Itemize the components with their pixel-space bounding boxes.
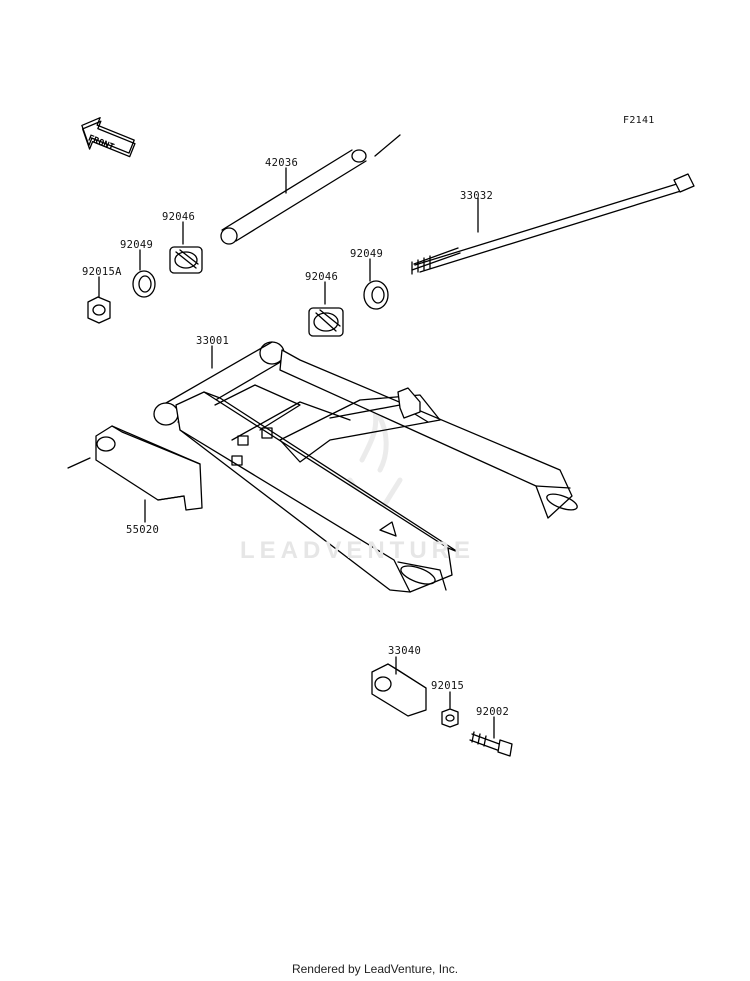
front-arrow-icon bbox=[81, 117, 136, 158]
part-92015A-nut[interactable] bbox=[87, 296, 111, 324]
label-92049-right[interactable]: 92049 bbox=[350, 248, 384, 260]
part-92046-bearing-lower[interactable] bbox=[308, 307, 344, 337]
label-92015[interactable]: 92015 bbox=[431, 680, 465, 692]
label-92049-left[interactable]: 92049 bbox=[120, 239, 154, 251]
label-55020[interactable]: 55020 bbox=[126, 524, 160, 536]
front-label: FRONT bbox=[86, 134, 115, 154]
part-92046-bearing-upper[interactable] bbox=[169, 246, 203, 274]
label-92002[interactable]: 92002 bbox=[476, 706, 510, 718]
part-42036-sleeve[interactable] bbox=[220, 134, 401, 245]
label-92046-upper[interactable]: 92046 bbox=[162, 211, 196, 223]
front-arrow-text: FRONT bbox=[86, 134, 115, 154]
label-33040[interactable]: 33040 bbox=[388, 645, 422, 657]
part-92049-seal-left[interactable] bbox=[132, 270, 156, 298]
part-92002-bolt[interactable] bbox=[469, 731, 513, 757]
figure-code: F2141 bbox=[623, 115, 655, 126]
part-92049-seal-right[interactable] bbox=[363, 280, 389, 310]
part-55020-chain-guard[interactable] bbox=[67, 425, 203, 511]
part-33001-swingarm[interactable] bbox=[153, 341, 579, 593]
label-92046-lower[interactable]: 92046 bbox=[305, 271, 339, 283]
part-33040-chain-adjuster[interactable] bbox=[371, 663, 427, 717]
label-33001[interactable]: 33001 bbox=[196, 335, 230, 347]
label-92015A[interactable]: 92015A bbox=[82, 266, 122, 278]
part-92015-nut[interactable] bbox=[441, 708, 459, 728]
label-33032[interactable]: 33032 bbox=[460, 190, 494, 202]
label-42036[interactable]: 42036 bbox=[265, 157, 299, 169]
part-33032-pivot-bolt[interactable] bbox=[411, 173, 695, 275]
watermark-text: LEADVENTURE bbox=[240, 537, 476, 564]
footer-credit: Rendered by LeadVenture, Inc. bbox=[291, 962, 459, 976]
